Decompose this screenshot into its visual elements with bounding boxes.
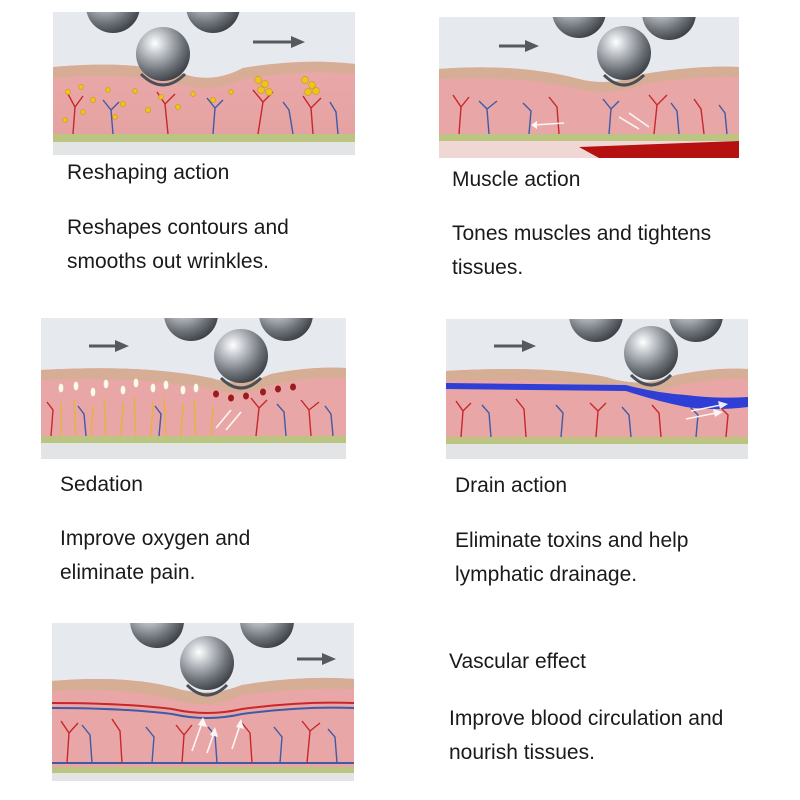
illustration-muscle — [439, 17, 739, 158]
section-description-drain: Eliminate toxins and help lymphatic drai… — [455, 524, 688, 592]
illustration-drain — [446, 319, 748, 459]
section-title-drain: Drain action — [455, 474, 567, 498]
section-title-vascular: Vascular effect — [449, 650, 586, 674]
section-description-vascular: Improve blood circulation and nourish ti… — [449, 702, 723, 770]
section-description-muscle: Tones muscles and tightens tissues. — [452, 217, 711, 285]
section-title-sedation: Sedation — [60, 473, 143, 497]
reshaping-diagram — [53, 12, 355, 155]
vascular-diagram — [52, 623, 354, 781]
muscle-diagram — [439, 17, 739, 158]
illustration-vascular — [52, 623, 354, 781]
section-description-sedation: Improve oxygen and eliminate pain. — [60, 522, 250, 590]
illustration-sedation — [41, 318, 346, 459]
drain-diagram — [446, 319, 748, 459]
sedation-diagram — [41, 318, 346, 459]
section-title-muscle: Muscle action — [452, 168, 580, 192]
section-title-reshaping: Reshaping action — [67, 161, 229, 185]
illustration-reshaping — [53, 12, 355, 155]
section-description-reshaping: Reshapes contours and smooths out wrinkl… — [67, 211, 289, 279]
